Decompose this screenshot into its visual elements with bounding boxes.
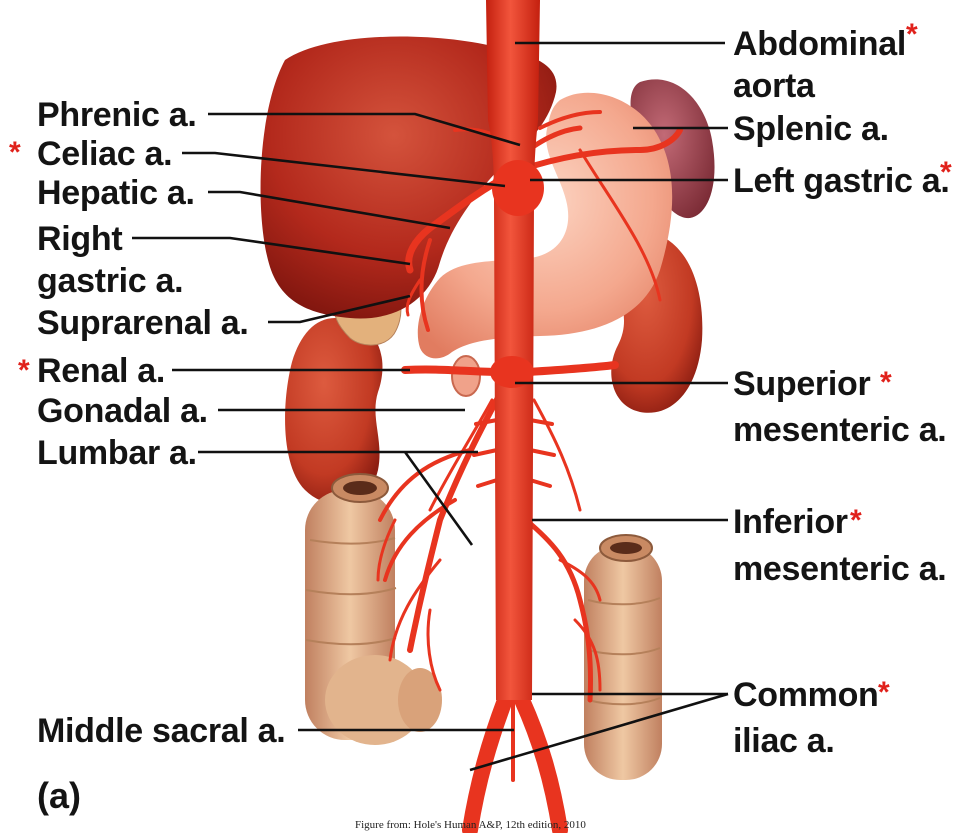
duodenum-stump <box>452 356 480 396</box>
label-left-gastric: Left gastric a. <box>733 162 950 200</box>
label-splenic: Splenic a. <box>733 110 889 148</box>
label-phrenic: Phrenic a. <box>37 96 197 134</box>
label-gonadal: Gonadal a. <box>37 392 208 430</box>
asterisk-left-gastric: * <box>940 156 952 189</box>
label-right-gastric-line1: Right <box>37 220 122 258</box>
label-superior-mesenteric-line1: Superior <box>733 365 870 403</box>
label-inferior-mesenteric-line1: Inferior <box>733 503 848 541</box>
label-abdominal-aorta-line1: Abdominal <box>733 25 906 63</box>
label-lumbar: Lumbar a. <box>37 434 197 472</box>
asterisk-renal: * <box>18 354 30 387</box>
asterisk-common-iliac: * <box>878 676 890 709</box>
label-suprarenal: Suprarenal a. <box>37 304 249 342</box>
label-inferior-mesenteric-line2: mesenteric a. <box>733 550 946 588</box>
label-abdominal-aorta-line2: aorta <box>733 67 816 105</box>
figure-credit: Figure from: Hole's Human A&P, 12th edit… <box>355 819 586 831</box>
asterisk-inferior-mesenteric: * <box>850 504 862 537</box>
label-hepatic: Hepatic a. <box>37 174 195 212</box>
abdominal-aorta <box>486 0 540 700</box>
asterisk-celiac: * <box>9 136 21 169</box>
asterisk-superior-mesenteric: * <box>880 366 892 399</box>
label-common-iliac-line1: Common <box>733 676 879 714</box>
label-celiac: Celiac a. <box>37 135 172 173</box>
label-middle-sacral: Middle sacral a. <box>37 712 285 750</box>
label-right-gastric-line2: gastric a. <box>37 262 183 300</box>
label-common-iliac-line2: iliac a. <box>733 722 835 760</box>
asterisk-abdominal-aorta: * <box>906 18 918 51</box>
panel-label: (a) <box>37 775 81 816</box>
anatomy-illustration <box>261 0 715 830</box>
label-superior-mesenteric-line2: mesenteric a. <box>733 411 946 449</box>
label-renal: Renal a. <box>37 352 165 390</box>
celiac-trunk <box>492 160 544 216</box>
labels-right: Abdominal * aorta Splenic a. Left gastri… <box>733 18 952 760</box>
labels-left: Phrenic a. * Celiac a. Hepatic a. Right … <box>9 96 285 750</box>
